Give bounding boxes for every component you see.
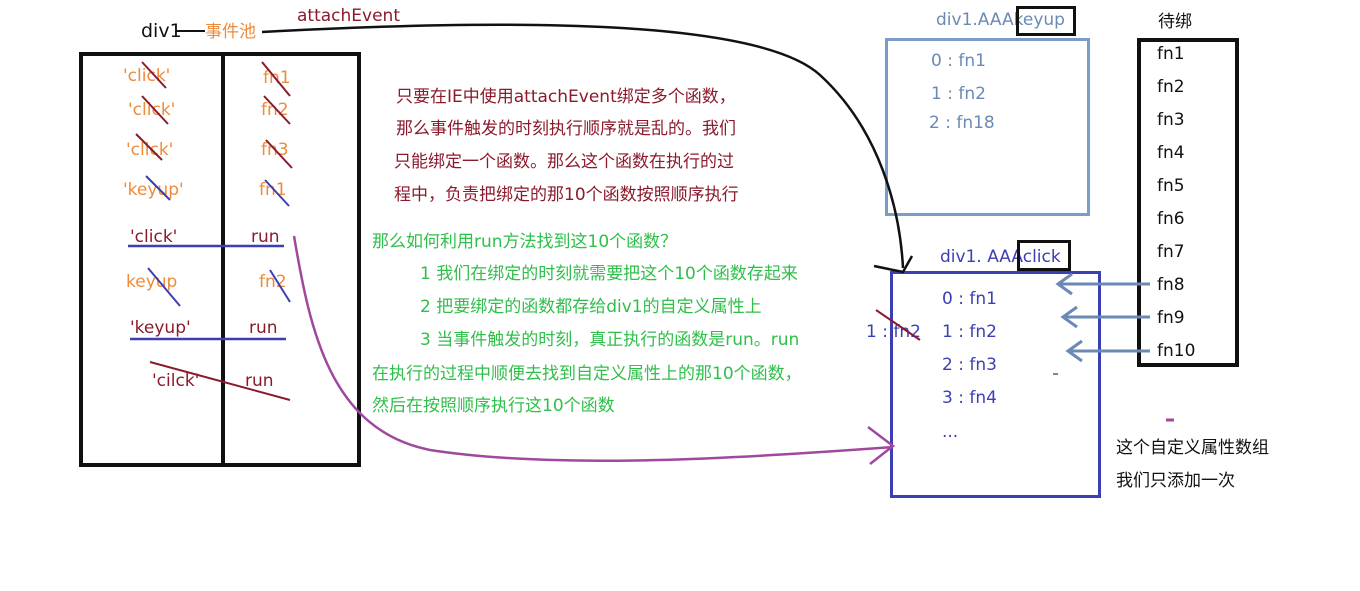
- keyup-title-highlight-box: [1016, 6, 1076, 36]
- handler-7: run: [249, 318, 278, 338]
- click-item-0: 0 : fn1: [942, 289, 997, 309]
- pending-item-3: fn3: [1157, 110, 1185, 130]
- event-name-8: 'cilck': [152, 371, 200, 391]
- event-name-5: 'click': [130, 227, 178, 247]
- howto-step-2: 2 把要绑定的函数都存给div1的自定义属性上: [420, 297, 762, 317]
- run-to-array-arrow: [292, 235, 894, 462]
- attach-event-label: attachEvent: [297, 6, 400, 26]
- pending-box: [1137, 38, 1239, 367]
- pending-item-10: fn10: [1157, 341, 1196, 361]
- pending-arrows: [1055, 272, 1150, 363]
- click-title-highlight-box: [1017, 240, 1071, 271]
- pending-item-2: fn2: [1157, 77, 1185, 97]
- strike-throughs-blue: [145, 175, 291, 307]
- click-crossed-label: 1 : fn2: [866, 322, 921, 342]
- click-array-title: div1. AAAclick: [940, 247, 1061, 267]
- pending-item-1: fn1: [1157, 44, 1185, 64]
- keyup-item-1: 1 : fn2: [931, 84, 986, 104]
- attach-event-arrow: [261, 23, 905, 269]
- run-to-array-arrowhead: [867, 426, 896, 465]
- event-pool-divider: [221, 52, 225, 467]
- pending-item-4: fn4: [1157, 143, 1185, 163]
- howto-continuation-1: 在执行的过程中顺便去找到自定义属性上的那10个函数，: [372, 364, 802, 384]
- pending-item-8: fn8: [1157, 275, 1185, 295]
- event-name-2: 'click': [128, 100, 176, 120]
- click-item-ellipsis: ...: [942, 422, 959, 442]
- handler-1: fn1: [263, 68, 291, 88]
- note-line-1: 这个自定义属性数组: [1116, 438, 1269, 458]
- event-pool-table: [79, 52, 361, 467]
- keyup-item-0: 0 : fn1: [931, 51, 986, 71]
- pending-item-6: fn6: [1157, 209, 1185, 229]
- explanation-line-1: 只要在IE中使用attachEvent绑定多个函数，: [396, 87, 736, 107]
- pending-item-7: fn7: [1157, 242, 1185, 262]
- click-item-1: 1 : fn2: [942, 322, 997, 342]
- explanation-line-4: 程中，负责把绑定的那10个函数按照顺序执行: [394, 185, 739, 205]
- keyup-array-box: [885, 38, 1090, 216]
- pending-item-9: fn9: [1157, 308, 1185, 328]
- strike-throughs-red: [135, 61, 921, 401]
- event-name-4: 'keyup': [123, 180, 184, 200]
- pending-title: 待绑: [1158, 12, 1192, 32]
- click-item-3: 3 : fn4: [942, 388, 997, 408]
- howto-step-1: 1 我们在绑定的时刻就需要把这个10个函数存起来: [420, 264, 798, 284]
- howto-continuation-2: 然后在按照顺序执行这10个函数: [372, 396, 615, 416]
- click-array-box: [890, 271, 1101, 498]
- howto-question: 那么如何利用run方法找到这10个函数？: [372, 232, 678, 252]
- event-name-3: 'click': [126, 140, 174, 160]
- keyup-item-2: 2 : fn18: [929, 113, 995, 133]
- handler-5: run: [251, 227, 280, 247]
- click-item-2: 2 : fn3: [942, 355, 997, 375]
- pending-item-5: fn5: [1157, 176, 1185, 196]
- explanation-line-3: 只能绑定一个函数。那么这个函数在执行的过: [394, 152, 734, 172]
- attach-event-arrowhead: [873, 255, 914, 274]
- event-name-7: 'keyup': [130, 318, 191, 338]
- keyup-array-title: div1.AAAkeyup: [936, 10, 1065, 30]
- event-pool-label: 事件池: [205, 22, 256, 42]
- note-line-2: 我们只添加一次: [1116, 471, 1235, 491]
- explanation-line-2: 那么事件触发的时刻执行顺序就是乱的。我们: [396, 119, 736, 139]
- div1-label: div1: [141, 20, 182, 42]
- handler-4: fn1: [259, 180, 287, 200]
- handler-8: run: [245, 371, 274, 391]
- howto-step-3: 3 当事件触发的时刻，真正执行的函数是run。run: [420, 330, 800, 350]
